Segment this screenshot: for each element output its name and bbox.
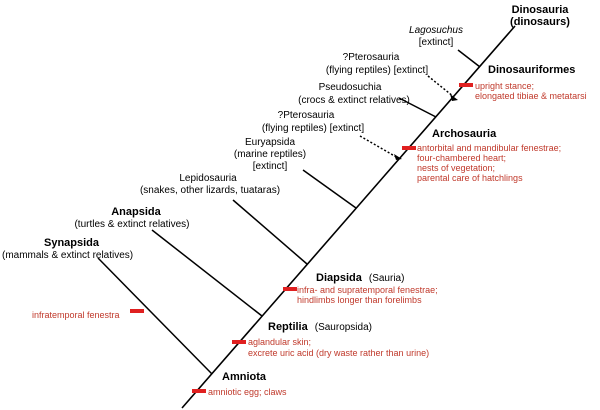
taxon-lepidosauria: Lepidosauria [179,173,237,184]
trait-archosauria-2: four-chambered heart; [417,153,506,163]
trait-marker-dinosauriformes [459,83,473,87]
taxon-pseudosuchia-sub: (crocs & extinct relatives) [298,95,410,106]
taxon-anapsida-sub: (turtles & extinct relatives) [74,219,189,230]
taxon-diapsida-paren: (Sauria) [369,273,405,284]
taxon-amniota: Amniota [222,371,267,383]
taxon-pterosauria-upper: ?Pterosauria [343,52,400,63]
taxon-dinosauria: Dinosauria [512,4,570,16]
taxon-reptilia-name: Reptilia [268,321,309,333]
trait-marker-archosauria [402,146,416,150]
arrow-pterosauria-upper [450,94,458,101]
branch-lepidosauria [232,199,308,265]
taxon-reptilia-paren: (Sauropsida) [315,322,372,333]
taxon-pseudosuchia: Pseudosuchia [319,82,382,93]
branch-pseudosuchia [398,97,437,118]
trait-reptilia-2: excrete uric acid (dry waste rather than… [248,348,429,358]
trait-marker-diapsida [283,287,297,291]
branch-synapsida [97,257,213,375]
taxon-euryapsida-sub1: (marine reptiles) [234,149,306,160]
taxon-dinosauria-sub: (dinosaurs) [510,16,570,28]
taxon-euryapsida-sub2: [extinct] [253,161,288,172]
branch-anapsida [151,229,263,317]
taxon-pterosauria-lower-sub: (flying reptiles) [extinct] [262,123,364,134]
taxon-diapsida: Diapsida (Sauria) [316,268,404,285]
trait-diapsida-2: hindlimbs longer than forelimbs [297,295,422,305]
taxon-dinosauriformes: Dinosauriformes [488,64,575,76]
branch-euryapsida [302,169,357,209]
trait-reptilia-1: aglandular skin; [248,337,311,347]
taxon-synapsida-sub: (mammals & extinct relatives) [2,250,133,261]
main-trunk [181,25,516,409]
trait-marker-amniota [192,389,206,393]
taxon-archosauria: Archosauria [432,128,497,140]
branch-pterosauria-lower [359,135,399,159]
trait-marker-synapsida [130,309,144,313]
branch-lagosuchus [457,49,481,68]
branch-pterosauria-upper [427,75,455,98]
trait-synapsida-1: infratemporal fenestra [32,310,120,320]
trait-amniota-1: amniotic egg; claws [208,387,287,397]
arrow-pterosauria-lower [394,154,402,160]
trait-archosauria-1: antorbital and mandibular fenestrae; [417,143,561,153]
taxon-lagosuchus-sub: [extinct] [419,37,454,48]
taxon-euryapsida: Euryapsida [245,137,295,148]
trait-archosauria-4: parental care of hatchlings [417,173,523,183]
trait-dinosauriformes-2: elongated tibiae & metatarsi [475,91,587,101]
taxon-anapsida: Anapsida [111,206,161,218]
trait-marker-reptilia [232,340,246,344]
taxon-lepidosauria-sub: (snakes, other lizards, tuataras) [140,185,280,196]
taxon-lagosuchus: Lagosuchus [409,25,463,36]
trait-diapsida-1: infra- and supratemporal fenestrae; [297,285,438,295]
trait-archosauria-3: nests of vegetation; [417,163,495,173]
taxon-pterosauria-lower: ?Pterosauria [278,110,335,121]
taxon-synapsida: Synapsida [44,237,100,249]
trait-dinosauriformes-1: upright stance; [475,81,534,91]
taxon-reptilia: Reptilia (Sauropsida) [268,317,372,334]
taxon-pterosauria-upper-sub: (flying reptiles) [extinct] [326,65,428,76]
taxon-diapsida-name: Diapsida [316,272,363,284]
